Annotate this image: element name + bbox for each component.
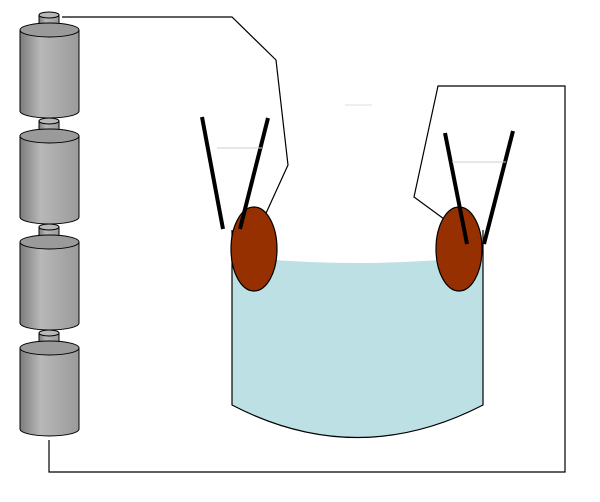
battery-cell bbox=[19, 329, 80, 437]
beaker bbox=[231, 104, 484, 438]
left-clip-arm-1 bbox=[200, 116, 225, 230]
right-clip-arm-2 bbox=[482, 130, 515, 245]
right-clip-arm-1 bbox=[443, 132, 469, 245]
battery-cap bbox=[19, 128, 80, 144]
left-electrode bbox=[230, 206, 278, 292]
battery-cap bbox=[19, 234, 80, 250]
battery-terminal-top bbox=[38, 11, 60, 19]
battery-cap bbox=[19, 340, 80, 356]
battery-cell bbox=[19, 11, 80, 119]
battery-cell bbox=[19, 117, 80, 225]
left-clip-arm-2 bbox=[238, 117, 270, 230]
battery-cell bbox=[19, 223, 80, 331]
battery-terminal-top bbox=[38, 329, 60, 337]
battery-body bbox=[19, 347, 80, 437]
battery-body bbox=[19, 135, 80, 225]
left-electrode-assembly bbox=[200, 116, 278, 292]
battery-body bbox=[19, 241, 80, 331]
battery-body bbox=[19, 29, 80, 119]
right-electrode-assembly bbox=[435, 130, 515, 292]
battery-terminal-top bbox=[38, 223, 60, 231]
beaker-liquid bbox=[232, 256, 483, 438]
wire-top-left bbox=[62, 16, 289, 223]
beaker-outline bbox=[231, 230, 484, 438]
battery-cap bbox=[19, 22, 80, 38]
battery-stack bbox=[19, 11, 80, 437]
wire-bottom-return bbox=[48, 85, 566, 473]
battery-terminal-top bbox=[38, 117, 60, 125]
right-electrode bbox=[435, 206, 483, 292]
